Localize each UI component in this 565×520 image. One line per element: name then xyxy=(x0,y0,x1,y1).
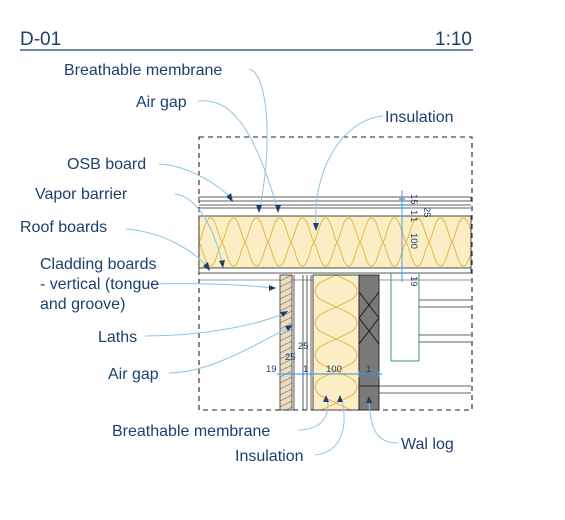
callout-labels: Breathable membrane Air gap Insulation O… xyxy=(20,62,454,465)
wall-log xyxy=(358,274,380,411)
label-insulation-top: Insulation xyxy=(385,109,454,126)
leader-lines xyxy=(125,68,399,456)
roof-assembly xyxy=(198,196,472,281)
wall-cladding-boards xyxy=(279,274,293,411)
drawing-code: D-01 xyxy=(20,29,61,50)
green-stud xyxy=(379,273,471,394)
dim-wall-25: 25 xyxy=(285,352,296,363)
label-insulation-bottom: Insulation xyxy=(235,448,304,465)
label-breathable-membrane-top: Breathable membrane xyxy=(64,62,222,79)
label-breathable-membrane-bottom: Breathable membrane xyxy=(112,423,270,440)
roof-boards xyxy=(198,267,472,274)
label-cladding-line1: Cladding boards xyxy=(40,256,157,273)
label-cladding-line3: and groove) xyxy=(40,296,125,313)
drawing-scale: 1:10 xyxy=(435,29,472,50)
dim-roof-100: 100 xyxy=(408,233,419,249)
dim-roof-1a: 1 xyxy=(408,210,419,215)
detail-boundary xyxy=(198,136,473,411)
label-roof-boards: Roof boards xyxy=(20,219,107,236)
label-air-gap-top: Air gap xyxy=(136,94,187,111)
dim-wall-1: 1 xyxy=(303,364,308,375)
roof-dimensions: 15 25 1 1 100 19 xyxy=(399,190,432,287)
dim-roof-19: 19 xyxy=(408,276,419,287)
dim-wall-100: 100 xyxy=(326,364,342,375)
label-osb-board: OSB board xyxy=(67,156,146,173)
dim-roof-15: 15 xyxy=(408,194,419,205)
roof-insulation xyxy=(198,215,472,269)
dim-roof-25: 25 xyxy=(421,207,432,218)
label-vapor-barrier: Vapor barrier xyxy=(35,186,128,203)
dim-wall-25b: 25 xyxy=(298,341,309,352)
wall-assembly xyxy=(279,274,380,411)
wall-log-cross xyxy=(358,291,380,345)
title-block: D-01 1:10 xyxy=(20,29,473,51)
dim-roof-1b: 1 xyxy=(408,217,419,222)
roof-osb-board xyxy=(198,196,472,202)
wall-insulation xyxy=(312,274,360,411)
label-wall-log: Wal log xyxy=(401,436,454,453)
wall-dimensions: 19 25 25 1 100 1 xyxy=(266,341,382,377)
label-air-gap-bottom: Air gap xyxy=(108,366,159,383)
dim-wall-1b: 1 xyxy=(366,364,371,375)
label-cladding-line2: - vertical (tongue xyxy=(40,276,159,293)
label-laths: Laths xyxy=(98,329,137,346)
dim-wall-19: 19 xyxy=(266,364,277,375)
